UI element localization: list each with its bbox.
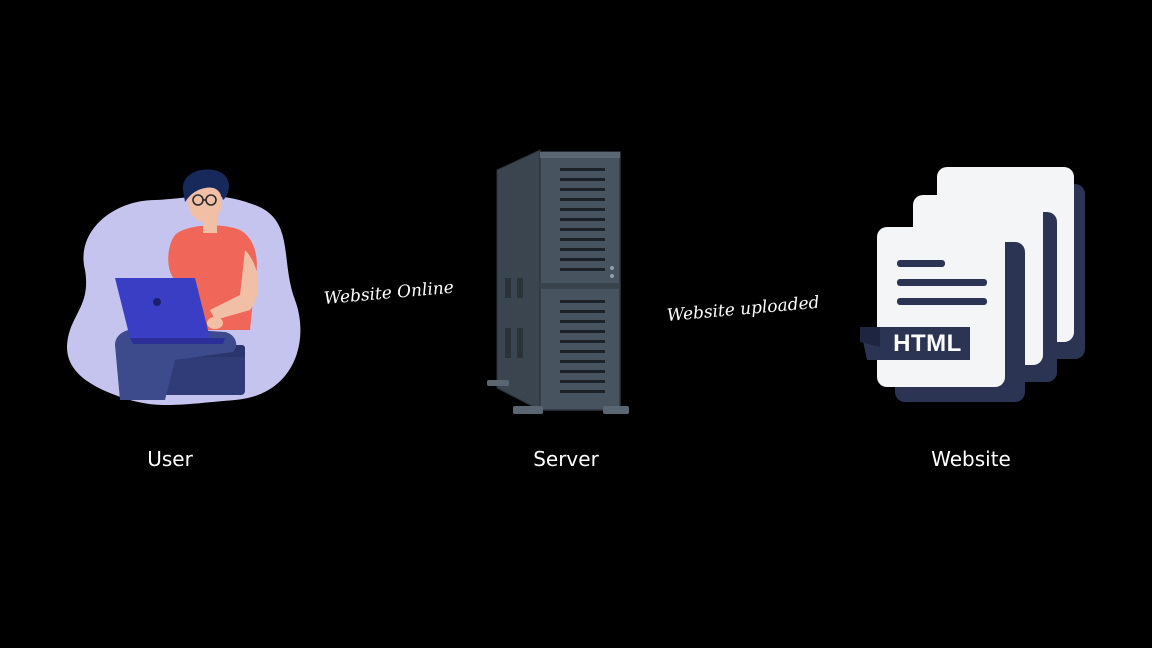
server-tower-icon: [487, 149, 629, 414]
website-node: HTML: [855, 162, 1095, 412]
edge-label-website-online: Website Online: [323, 277, 455, 309]
html-badge-text: HTML: [893, 330, 962, 357]
user-node: [55, 160, 315, 410]
website-label: Website: [931, 447, 1011, 471]
server-label: Server: [533, 447, 599, 471]
html-documents-icon: [860, 167, 1085, 402]
user-label: User: [147, 447, 193, 471]
edge-label-website-uploaded: Website uploaded: [666, 292, 821, 326]
user-with-laptop-icon: [67, 169, 301, 405]
server-node: [485, 148, 635, 423]
